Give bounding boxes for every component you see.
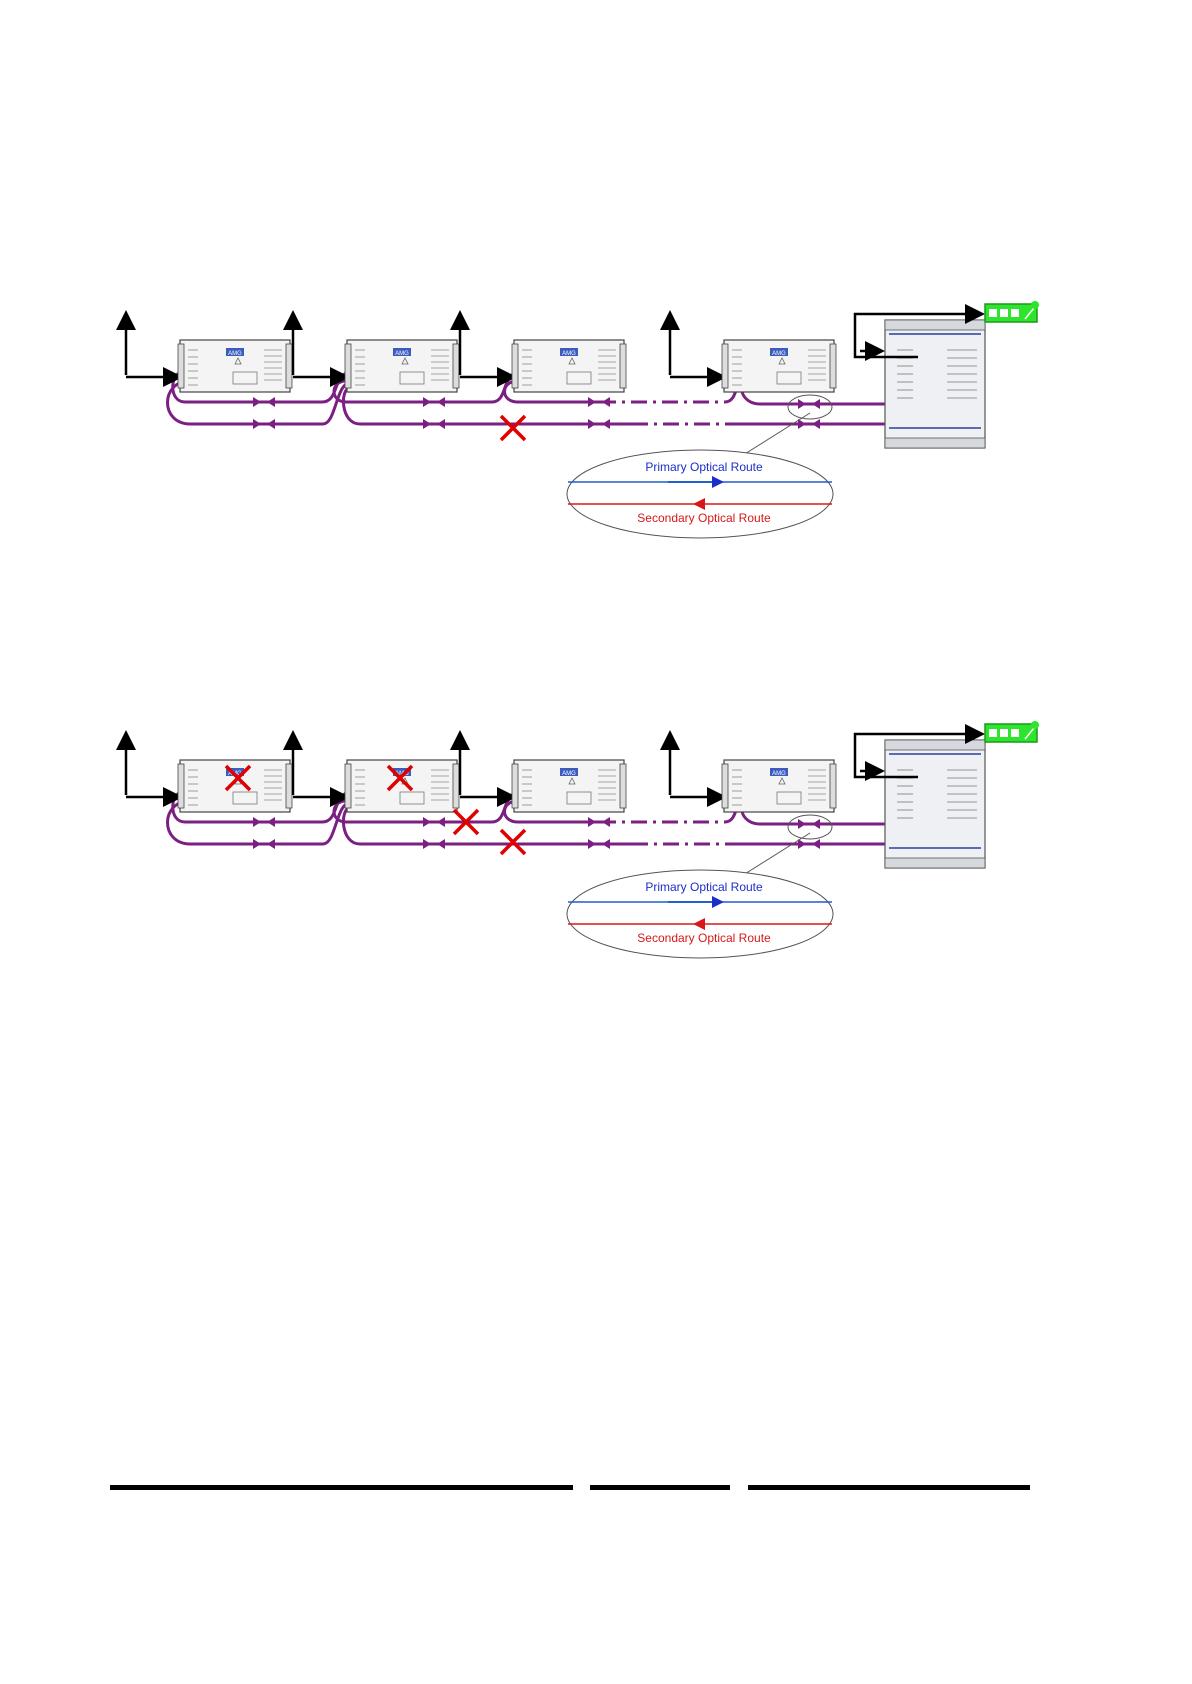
head-end-rack [885,320,985,448]
status-led [1000,729,1008,737]
footer-rule-middle [590,1485,730,1490]
fibre-arrow-marker [588,817,596,827]
status-panel-icon [985,721,1039,742]
rack-top [885,740,985,750]
unit-flange [345,764,351,808]
callout-leader [740,833,810,877]
unit-flange [620,764,626,808]
head-end-rack [885,740,985,868]
unit-flange [345,344,351,388]
fibre-arrow-marker [253,839,261,849]
fibre-arrow-marker [812,419,820,429]
unit-flange [722,344,728,388]
fibre-arrow-marker [423,839,431,849]
unit-flange [512,764,518,808]
unit-flange [830,764,836,808]
brand-badge-text: AMG [772,351,786,357]
remote-unit: AMG [722,760,836,812]
remote-unit: AMG [178,760,292,812]
remote-unit: AMG [512,340,626,392]
fibre-arrow-marker [253,419,261,429]
fibre-arrow-marker [588,839,596,849]
legend-primary-label: Primary Optical Route [645,880,763,894]
unit-flange [178,344,184,388]
fibre-arrow-marker [423,397,431,407]
network-diagram-primary-fault: AMG AMG AMG AMG Primary Optical RouteSeconda… [126,301,1039,538]
network-diagram-multiple-faults: AMG AMG AMG AMG Primary Optical RouteSeconda… [126,721,1039,958]
fibre-arrow-marker [812,819,820,829]
fibre-arrow-marker [602,419,610,429]
remote-unit: AMG [345,760,459,812]
footer-rule-left [110,1485,573,1490]
fibre-arrow-marker [798,419,806,429]
legend-secondary-label: Secondary Optical Route [637,511,771,525]
unit-flange [286,344,292,388]
status-led [1011,729,1019,737]
remote-unit: AMG [512,760,626,812]
fibre-arrow-marker [437,397,445,407]
fibre-segment [725,410,903,424]
fibre-arrow-marker [253,397,261,407]
fibre-arrow-marker [602,817,610,827]
fibre-arrow-marker [812,839,820,849]
fault-x-icon [501,416,525,440]
fibre-arrow-marker [437,839,445,849]
rack-body [885,740,985,868]
fibre-arrow-marker [423,817,431,827]
fibre-arrow-marker [423,419,431,429]
status-antenna-tip [1031,721,1039,729]
status-panel-icon [985,301,1039,322]
brand-badge-text: AMG [395,351,409,357]
legend-primary-label: Primary Optical Route [645,460,763,474]
fibre-arrow-marker [588,419,596,429]
unit-flange [453,764,459,808]
fibre-arrow-marker [437,419,445,429]
legend-secondary-label: Secondary Optical Route [637,931,771,945]
fibre-arrow-marker [267,839,275,849]
remote-unit: AMG [345,340,459,392]
callout-leader [740,413,810,457]
remote-unit: AMG [722,340,836,392]
callout-source-ellipse [788,815,832,839]
footer-rule-right [748,1485,1030,1490]
brand-badge-text: AMG [228,351,242,357]
rack-body [885,320,985,448]
callout-source-ellipse [788,395,832,419]
unit-flange [286,764,292,808]
fault-x-icon [501,830,525,854]
brand-badge-text: AMG [772,771,786,777]
fibre-arrow-marker [588,397,596,407]
fibre-arrow-marker [798,819,806,829]
fibre-arrow-marker [267,419,275,429]
fibre-arrow-marker [267,817,275,827]
unit-flange [722,764,728,808]
unit-flange [178,764,184,808]
status-led [1011,309,1019,317]
fibre-arrow-marker [798,839,806,849]
fibre-arrow-marker [602,397,610,407]
fibre-segment [725,830,903,844]
brand-badge-text: AMG [562,771,576,777]
status-led [989,729,997,737]
rack-bottom [885,858,985,868]
fibre-arrow-marker [437,817,445,827]
fibre-arrow-marker [602,839,610,849]
unit-flange [830,344,836,388]
status-antenna-tip [1031,301,1039,309]
unit-flange [620,344,626,388]
rack-top [885,320,985,330]
fibre-arrow-marker [253,817,261,827]
fibre-arrow-marker [798,399,806,409]
brand-badge-text: AMG [562,351,576,357]
status-led [1000,309,1008,317]
remote-unit: AMG [178,340,292,392]
fibre-arrow-marker [267,397,275,407]
status-led [989,309,997,317]
rack-bottom [885,438,985,448]
unit-flange [512,344,518,388]
fibre-arrow-marker [812,399,820,409]
unit-flange [453,344,459,388]
